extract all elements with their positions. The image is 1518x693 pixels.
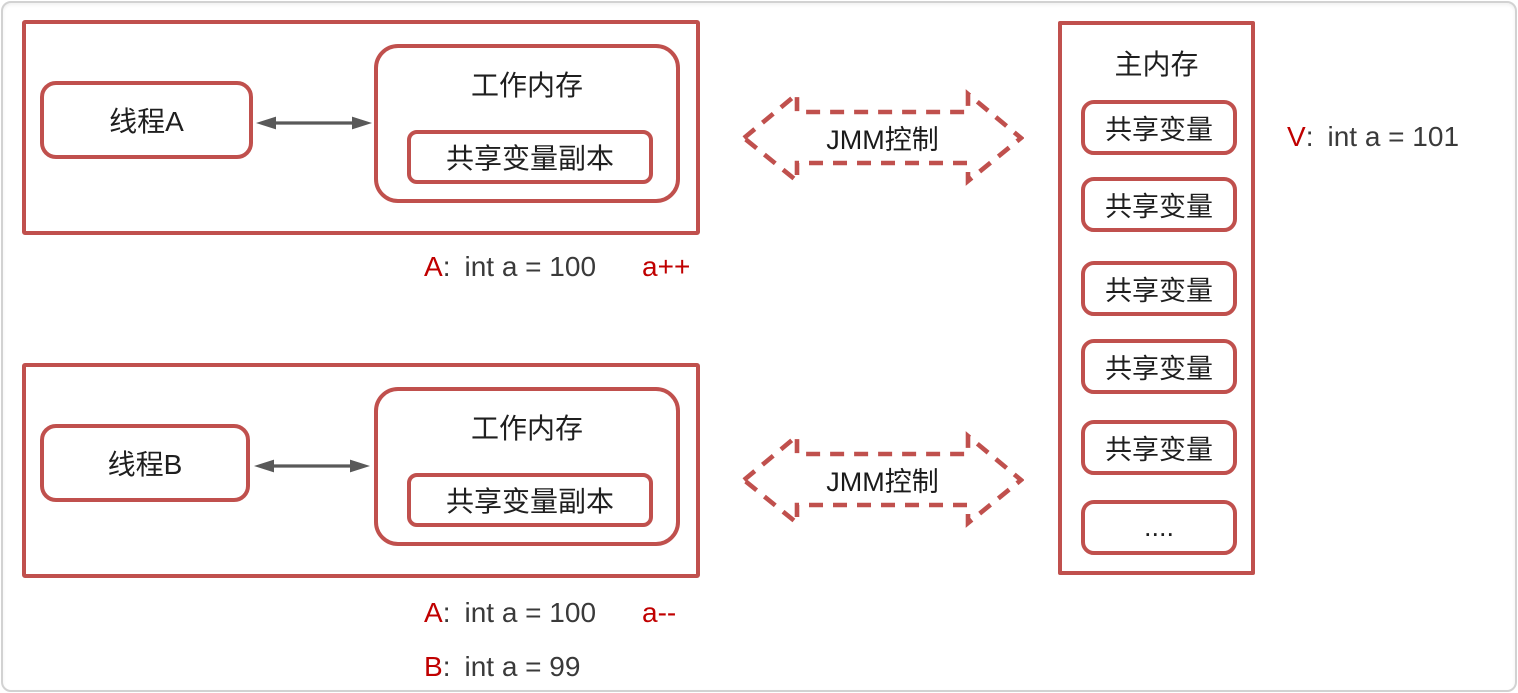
thread-b-annotation-1: A : int a = 100 a--: [424, 597, 676, 629]
thread-b-annotation-2: B : int a = 99: [424, 651, 580, 683]
thread-a-working-memory-label: 工作内存: [470, 70, 583, 101]
jmm-double-arrow-icon: [741, 89, 1024, 186]
jmm-control-arrow-top: JMM控制: [741, 88, 1024, 187]
thread-b-working-memory-label: 工作内存: [470, 413, 583, 444]
thread-b-working-memory-box: 工作内存 共享变量副本: [374, 387, 680, 546]
jmm-control-label-top: JMM控制: [826, 125, 939, 155]
shared-variable-slot: 共享变量: [1081, 420, 1237, 475]
jmm-double-arrow-icon: [741, 431, 1024, 528]
thread-a-box: 线程A: [40, 81, 253, 159]
thread-a-annotation-value: int a = 100: [464, 251, 597, 282]
main-memory-annotation-prefix: V: [1287, 121, 1306, 152]
thread-b-operation: a--: [642, 597, 677, 628]
thread-b-annotation-1-prefix: A: [424, 597, 443, 628]
bidirectional-arrow-b: [254, 459, 370, 473]
thread-a-shared-copy-label: 共享变量副本: [445, 143, 614, 174]
thread-a-annotation-separator: :: [442, 251, 451, 282]
thread-a-working-memory-box: 工作内存 共享变量副本: [374, 44, 680, 203]
thread-b-annotation-2-value: int a = 99: [464, 651, 581, 682]
jmm-control-label-bottom: JMM控制: [826, 467, 939, 497]
shared-variable-slot: 共享变量: [1081, 177, 1237, 232]
main-memory-box: 主内存 共享变量 共享变量 共享变量 共享变量 共享变量 ....: [1058, 21, 1255, 575]
bidirectional-arrow-a: [256, 116, 372, 130]
ellipsis-slot: ....: [1081, 500, 1237, 555]
main-memory-title: 主内存: [1114, 49, 1199, 80]
shared-variable-slot: 共享变量: [1081, 261, 1237, 316]
thread-b-annotation-2-prefix: B: [424, 651, 443, 682]
thread-a-shared-copy-box: 共享变量副本: [407, 130, 653, 184]
main-memory-annotation: V : int a = 101: [1287, 121, 1459, 153]
thread-b-annotation-1-value: int a = 100: [464, 597, 597, 628]
jmm-control-arrow-bottom: JMM控制: [741, 430, 1024, 529]
thread-b-annotation-2-separator: :: [442, 651, 451, 682]
thread-a-annotation-prefix: A: [424, 251, 443, 282]
thread-b-annotation-1-separator: :: [442, 597, 451, 628]
thread-b-group-box: [22, 363, 700, 578]
thread-a-operation: a++: [642, 251, 691, 282]
thread-a-annotation: A : int a = 100 a++: [424, 251, 690, 283]
main-memory-annotation-value: int a = 101: [1327, 121, 1460, 152]
thread-b-shared-copy-label: 共享变量副本: [445, 486, 614, 517]
shared-variable-slot: 共享变量: [1081, 100, 1237, 155]
thread-a-label: 线程A: [109, 106, 184, 137]
main-memory-annotation-separator: :: [1305, 121, 1314, 152]
shared-variable-slot: 共享变量: [1081, 339, 1237, 394]
thread-b-label: 线程B: [107, 449, 183, 480]
thread-b-box: 线程B: [40, 424, 250, 502]
thread-b-shared-copy-box: 共享变量副本: [407, 473, 653, 527]
thread-a-group-box: [22, 20, 700, 235]
